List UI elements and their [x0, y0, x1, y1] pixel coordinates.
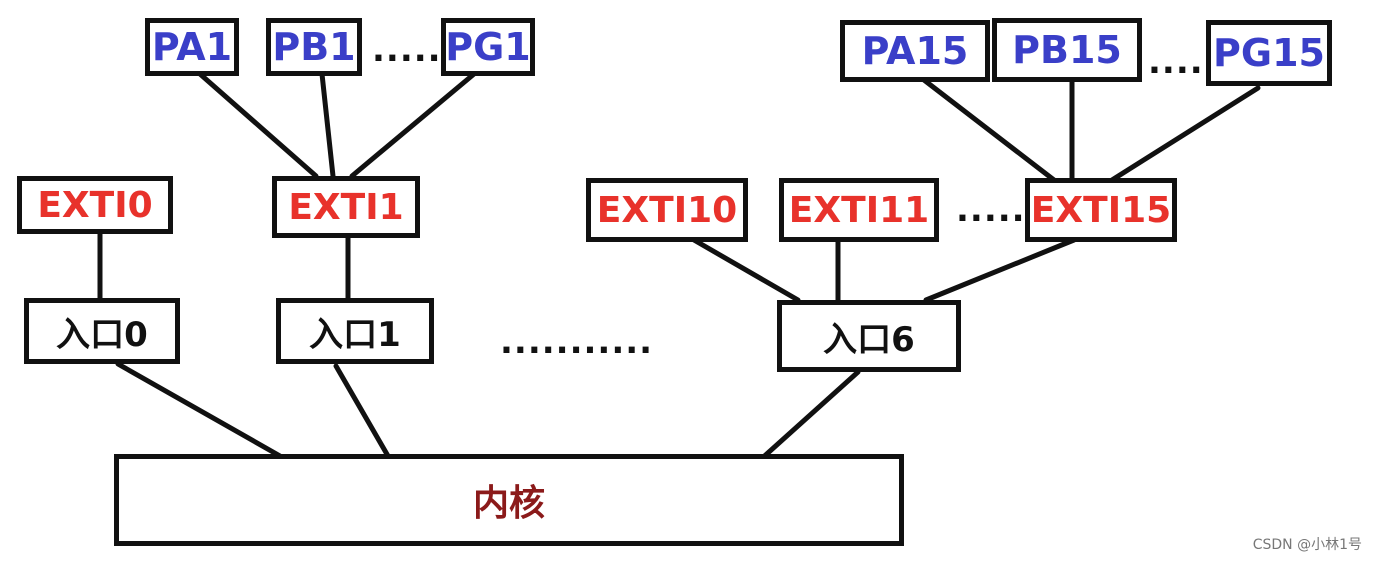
- pin-pg15: PG15: [1206, 20, 1332, 86]
- exti-ellipsis: .....: [956, 190, 1026, 230]
- entries-ellipsis: ...........: [500, 322, 654, 362]
- pin-pb15-label: PB15: [1012, 28, 1122, 72]
- pin-pg1: PG1: [441, 18, 535, 76]
- exti-11-box: EXTI11: [779, 178, 939, 242]
- entry-1-label: 入口1: [309, 314, 401, 355]
- pin-pa1-label: PA1: [151, 25, 233, 69]
- pin-pa15: PA15: [840, 20, 990, 82]
- entry-1-box: 入口1: [276, 298, 434, 364]
- pin-pb1: PB1: [266, 18, 362, 76]
- pins-right-ellipsis: ....: [1148, 42, 1204, 82]
- exti-10-box: EXTI10: [586, 178, 748, 242]
- exti-1-box: EXTI1: [272, 176, 420, 238]
- exti-1-label: EXTI1: [288, 186, 404, 228]
- core-label: 内核: [472, 483, 545, 524]
- entry-0-box: 入口0: [24, 298, 180, 364]
- pin-pg15-label: PG15: [1213, 31, 1325, 75]
- pin-pa15-label: PA15: [861, 29, 969, 73]
- entry-0-label: 入口0: [56, 314, 148, 355]
- entry-6-box: 入口6: [777, 300, 961, 372]
- entry-6-label: 入口6: [823, 319, 915, 360]
- watermark: CSDN @小林1号: [1252, 537, 1362, 553]
- pin-pa1: PA1: [145, 18, 239, 76]
- exti-10-label: EXTI10: [596, 189, 738, 231]
- exti-0-label: EXTI0: [37, 184, 153, 226]
- exti-15-box: EXTI15: [1025, 178, 1177, 242]
- pin-pb1-label: PB1: [272, 25, 356, 69]
- exti-15-label: EXTI15: [1030, 189, 1172, 231]
- pins-left-ellipsis: .....: [372, 30, 442, 70]
- pin-pg1-label: PG1: [445, 25, 531, 69]
- exti-11-label: EXTI11: [788, 189, 930, 231]
- pin-pb15: PB15: [992, 18, 1142, 82]
- core-box: 内核: [114, 454, 904, 546]
- exti-0-box: EXTI0: [17, 176, 173, 234]
